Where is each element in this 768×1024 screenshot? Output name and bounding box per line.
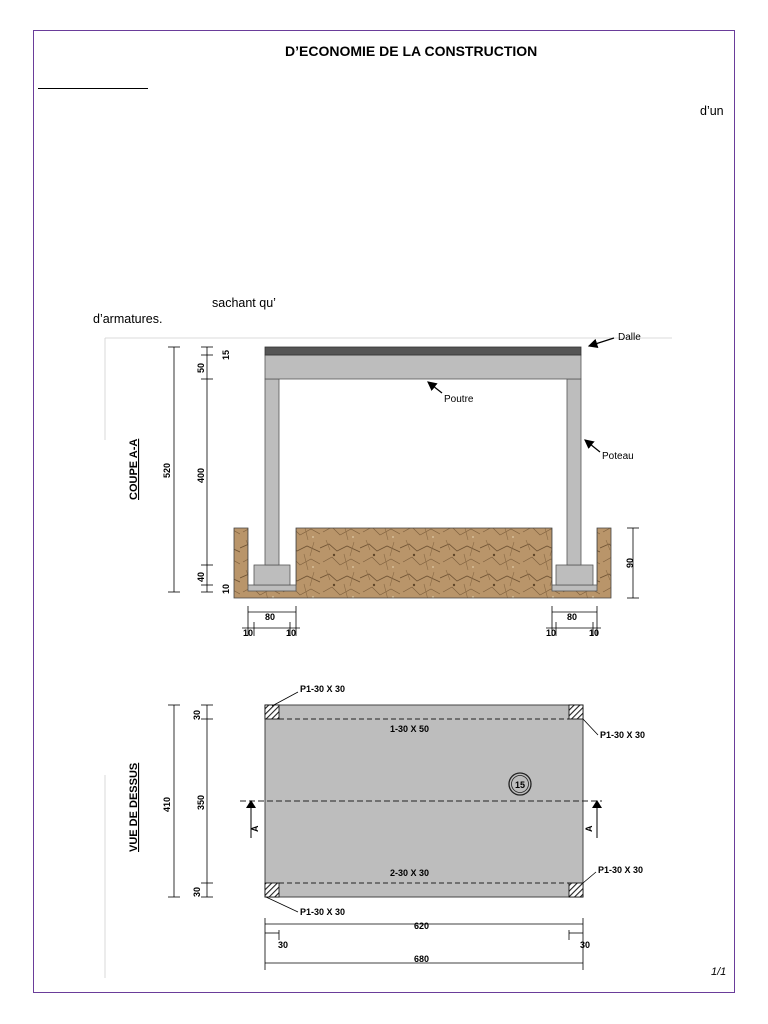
column-left [264,378,280,566]
plan-dim-label-30-bottom: 30 [192,887,202,897]
text-fragment-sachant: sachant qu’ [212,296,276,310]
dim-label-10: 10 [221,584,231,594]
dim-label-10-right-b: 10 [589,628,599,638]
dim-label-10-left-b: 10 [286,628,296,638]
section-title: COUPE A-A [128,439,140,500]
plan-column-bl [264,882,280,898]
label-column-tr: P1-30 X 30 [600,730,645,740]
dim-footing-right [546,606,601,636]
dim-label-520: 520 [162,463,172,478]
section-marker-right: A [584,825,594,832]
dim-label-50: 50 [196,363,206,373]
dim-label-10-left-a: 10 [243,628,253,638]
label-column-tl: P1-30 X 30 [300,684,345,694]
page-frame [33,30,735,993]
label-beam-top: 1-30 X 50 [390,724,429,734]
footing-base-right [551,584,598,592]
plan-column-br [568,882,584,898]
dim-depth [627,527,639,599]
dim-label-80-left: 80 [265,612,275,622]
plan-dim-label-30-left: 30 [278,940,288,950]
dim-footing-left [242,606,300,636]
plan-dim-label-680: 680 [414,954,429,964]
plan-dim-label-350: 350 [196,795,206,810]
section-arrow-right [592,800,602,808]
heading-underline [38,88,148,89]
section-arrow-left [246,800,256,808]
label-column: Poteau [602,451,634,462]
label-column-br: P1-30 X 30 [598,865,643,875]
plan-dim-label-30-top: 30 [192,710,202,720]
plan-dim-chain [201,704,213,898]
label-beam: Poutre [444,394,474,405]
footing-left [253,564,291,586]
dim-label-80-right: 80 [567,612,577,622]
dim-total-height [168,346,180,593]
label-column-bl: P1-30 X 30 [300,907,345,917]
footing-right [555,564,594,586]
plan-dim-widths [264,918,584,970]
section-marker-left: A [250,825,260,832]
plan-column-tl [264,704,280,720]
dim-chain [201,346,213,593]
document-title: D’ECONOMIE DE LA CONSTRUCTION [285,43,538,59]
text-fragment-armatures: d’armatures. [93,312,163,326]
label-slab: Dalle [618,332,641,343]
plan-dim-label-410: 410 [162,797,172,812]
text-fragment-dun: d’un [700,104,724,118]
column-right [566,378,582,566]
slab [264,346,582,356]
footing-base-left [247,584,297,592]
page-number: 1/1 [711,966,727,978]
plan-title: VUE DE DESSUS [128,763,140,852]
slab-thickness-label: 15 [515,780,525,790]
plan-dim-total-height [168,704,180,898]
dim-label-15: 15 [221,350,231,360]
dim-label-90: 90 [625,558,635,568]
slab-thickness-circle [508,772,532,796]
dim-label-10-right-a: 10 [546,628,556,638]
plan-column-tr [568,704,584,720]
plan-dim-label-30-right: 30 [580,940,590,950]
beam [264,354,582,380]
plan-dim-label-620: 620 [414,921,429,931]
dim-label-400: 400 [196,468,206,483]
label-beam-bottom: 2-30 X 30 [390,868,429,878]
dim-label-40: 40 [196,572,206,582]
